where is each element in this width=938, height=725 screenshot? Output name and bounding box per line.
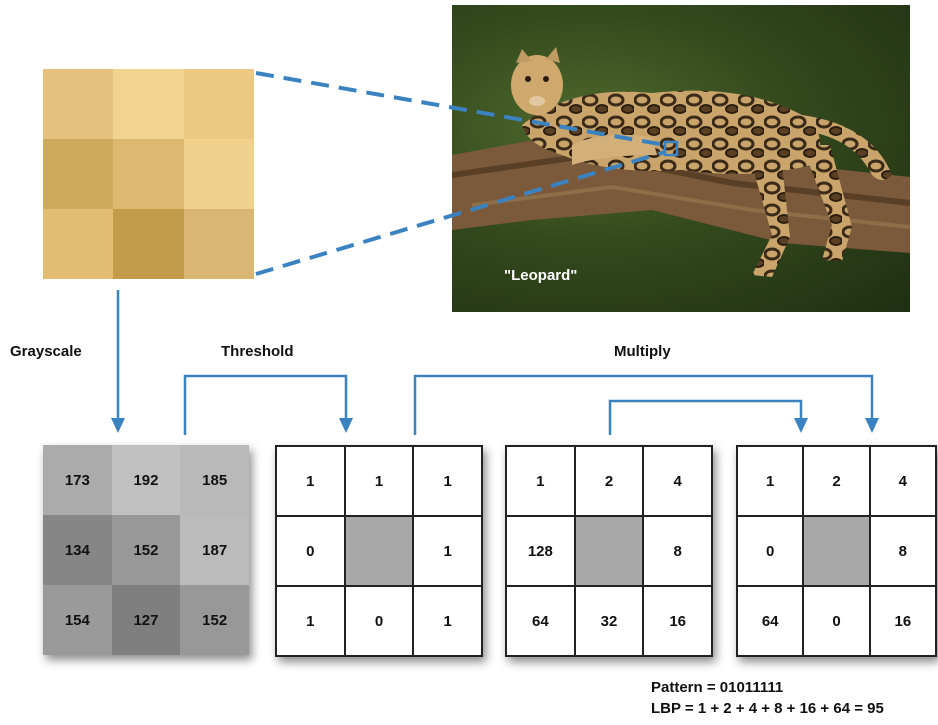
grayscale-arrow	[111, 290, 125, 433]
threshold-cell: 0	[276, 516, 345, 586]
lbp-caption: LBP = 1 + 2 + 4 + 8 + 16 + 64 = 95	[651, 700, 884, 717]
weight-cell: 128	[506, 516, 575, 586]
grayscale-label: Grayscale	[10, 343, 82, 360]
result-cell: 16	[869, 586, 936, 656]
color-patch	[43, 69, 254, 279]
result-cell: 1	[737, 446, 804, 516]
threshold-label: Threshold	[221, 343, 294, 360]
grayscale-grid: 173 192 185 134 152 187 154 127 152	[43, 445, 249, 655]
threshold-cell: 1	[413, 446, 482, 516]
threshold-cell: 1	[413, 516, 482, 586]
weight-cell: 16	[643, 586, 712, 656]
weight-cell: 8	[643, 516, 712, 586]
threshold-grid: 1 1 1 0 1 1 0 1	[275, 445, 483, 657]
center-cell	[344, 516, 414, 586]
pattern-caption: Pattern = 01011111	[651, 679, 784, 696]
grayscale-cell: 192	[111, 445, 181, 515]
patch-cell	[113, 69, 184, 139]
multiply-arrow-outer	[413, 374, 879, 435]
threshold-cell: 1	[276, 446, 345, 516]
result-cell: 8	[869, 516, 936, 586]
leopard-photo: "Leopard"	[452, 5, 910, 312]
patch-cell	[43, 69, 114, 139]
patch-cell	[43, 139, 114, 209]
result-cell: 0	[737, 516, 804, 586]
patch-cell	[183, 209, 254, 279]
multiply-arrow-inner	[608, 399, 808, 435]
photo-caption: "Leopard"	[504, 267, 578, 284]
grayscale-cell: 127	[111, 585, 181, 655]
grayscale-cell: 152	[111, 515, 181, 585]
grayscale-cell: 154	[43, 585, 112, 655]
grayscale-cell: 173	[43, 445, 112, 515]
weight-cell: 64	[506, 586, 575, 656]
weight-cell: 2	[574, 446, 644, 516]
weights-grid: 1 2 4 128 8 64 32 16	[505, 445, 713, 657]
patch-cell	[183, 139, 254, 209]
weight-cell: 1	[506, 446, 575, 516]
result-cell: 2	[803, 446, 870, 516]
center-cell	[574, 516, 644, 586]
threshold-arrow	[183, 374, 353, 435]
zoom-line-bottom	[255, 150, 666, 276]
threshold-cell: 1	[413, 586, 482, 656]
leopard-illustration	[452, 47, 910, 277]
grayscale-cell: 134	[43, 515, 112, 585]
patch-cell	[113, 209, 184, 279]
weight-cell: 4	[643, 446, 712, 516]
grayscale-cell: 152	[180, 585, 249, 655]
patch-cell	[43, 209, 114, 279]
center-cell	[803, 516, 870, 586]
threshold-cell: 1	[276, 586, 345, 656]
weight-cell: 32	[574, 586, 644, 656]
multiply-label: Multiply	[614, 343, 671, 360]
result-grid: 1 2 4 0 8 64 0 16	[736, 445, 937, 657]
result-cell: 0	[803, 586, 870, 656]
threshold-cell: 0	[344, 586, 414, 656]
patch-marker	[663, 140, 679, 157]
threshold-cell: 1	[344, 446, 414, 516]
zoom-line-top	[255, 71, 666, 147]
patch-cell	[113, 139, 184, 209]
result-cell: 64	[737, 586, 804, 656]
patch-cell	[183, 69, 254, 139]
result-cell: 4	[869, 446, 936, 516]
grayscale-cell: 187	[180, 515, 249, 585]
grayscale-cell: 185	[180, 445, 249, 515]
